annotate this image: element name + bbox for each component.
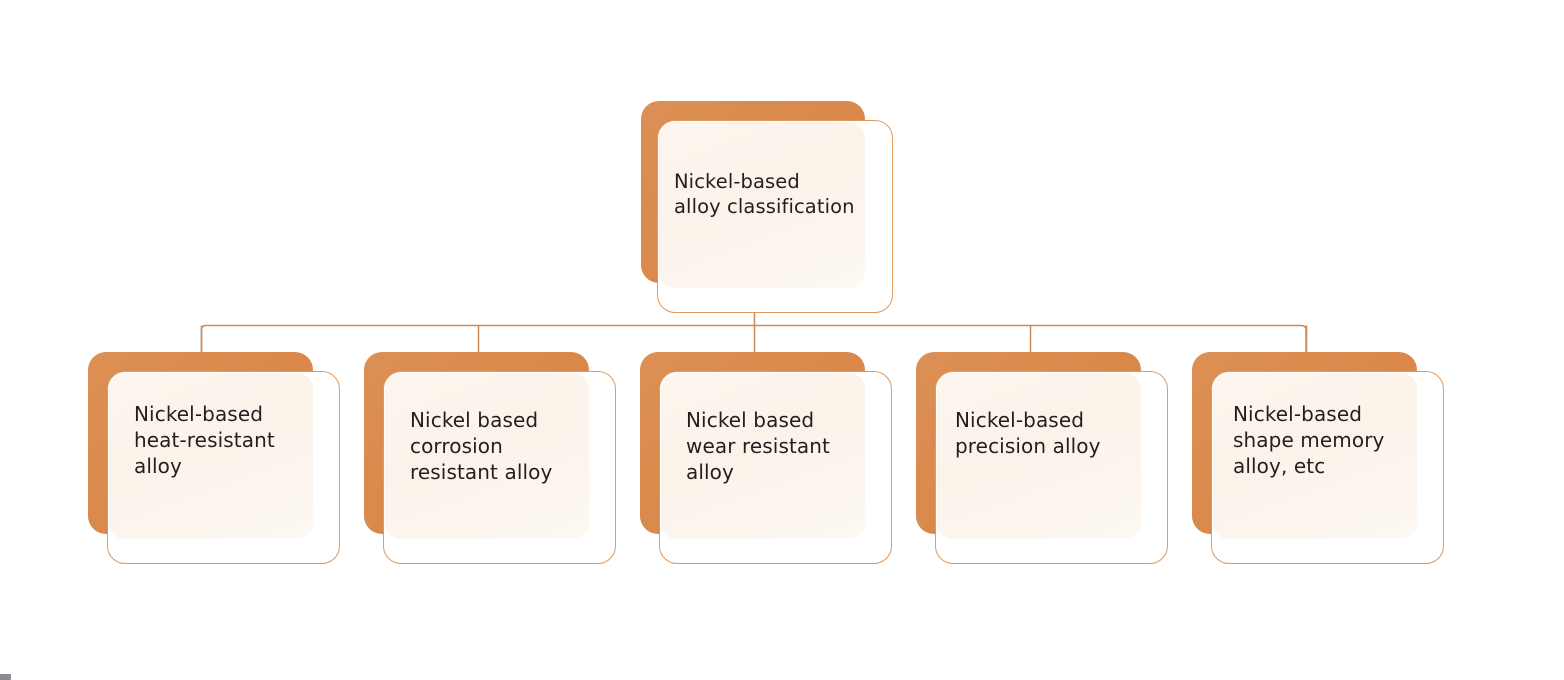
node-root-nickel-based-alloy-classification[interactable]: Nickel-based alloy classification: [641, 101, 893, 313]
node-panel: [385, 373, 589, 539]
node-label: Nickel-based shape memory alloy, etc: [1233, 402, 1385, 478]
node-label: Nickel-based precision alloy: [955, 408, 1101, 458]
node-child-heat-resistant-alloy[interactable]: Nickel-based heat-resistant alloy: [88, 352, 340, 564]
node-child-precision-alloy[interactable]: Nickel-based precision alloy: [916, 352, 1168, 564]
node-panel: [1213, 373, 1417, 539]
node-panel: [659, 122, 865, 288]
capture-artifact: [0, 674, 11, 680]
node-child-wear-resistant-alloy[interactable]: Nickel based wear resistant alloy: [640, 352, 892, 564]
node-child-corrosion-resistant-alloy[interactable]: Nickel based corrosion resistant alloy: [364, 352, 616, 564]
node-panel: [109, 373, 313, 539]
node-panel: [661, 373, 865, 539]
node-panel: [937, 373, 1141, 539]
node-label: Nickel based corrosion resistant alloy: [410, 408, 553, 484]
node-label: Nickel based wear resistant alloy: [686, 408, 830, 484]
node-child-shape-memory-alloy[interactable]: Nickel-based shape memory alloy, etc: [1192, 352, 1444, 564]
node-label: Nickel-based heat-resistant alloy: [134, 402, 275, 478]
connector-bus: [200, 324, 1307, 352]
node-label: Nickel-based alloy classification: [674, 170, 855, 219]
